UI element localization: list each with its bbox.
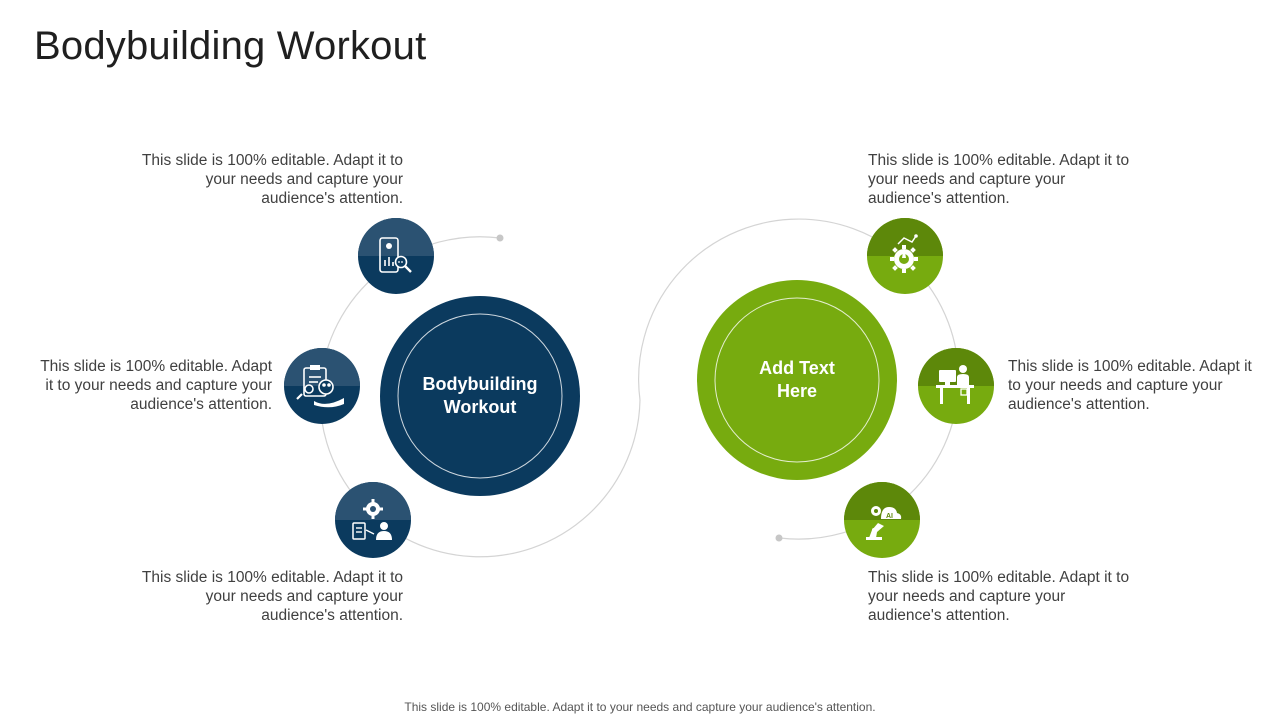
right-item-3-text: This slide is 100% editable. Adapt it to… <box>868 569 1130 624</box>
left-node-1 <box>358 218 434 294</box>
right-arc-end-dot <box>775 534 783 542</box>
person-at-desk-icon <box>936 365 974 404</box>
left-item-2-text: This slide is 100% editable. Adapt it to… <box>40 358 272 413</box>
right-item-1-text: This slide is 100% editable. Adapt it to… <box>868 152 1130 207</box>
right-node-3: AI <box>844 482 920 558</box>
clipboard-team-icon <box>296 365 344 408</box>
right-hub-label: Add Text Here <box>759 358 835 401</box>
left-item-1-text: This slide is 100% editable. Adapt it to… <box>141 152 403 207</box>
right-node-1 <box>867 218 943 294</box>
left-node-3 <box>335 482 411 558</box>
mobile-analytics-icon <box>379 237 412 273</box>
left-arc-end-dot <box>496 234 504 242</box>
footer-note: This slide is 100% editable. Adapt it to… <box>404 700 876 714</box>
left-hub-label: Bodybuilding Workout <box>422 374 538 417</box>
gear-bulb-icon <box>890 234 918 273</box>
left-node-2 <box>284 348 360 424</box>
right-node-2 <box>918 348 994 424</box>
gear-person-icon <box>352 499 392 540</box>
svg-text:AI: AI <box>886 513 893 520</box>
right-item-2-text: This slide is 100% editable. Adapt it to… <box>1008 358 1252 413</box>
left-item-3-text: This slide is 100% editable. Adapt it to… <box>141 569 403 624</box>
ai-robot-arm-icon: AI <box>866 506 902 540</box>
page-title: Bodybuilding Workout <box>34 24 427 68</box>
left-hub-circle <box>380 296 580 496</box>
right-hub-circle <box>697 280 897 480</box>
